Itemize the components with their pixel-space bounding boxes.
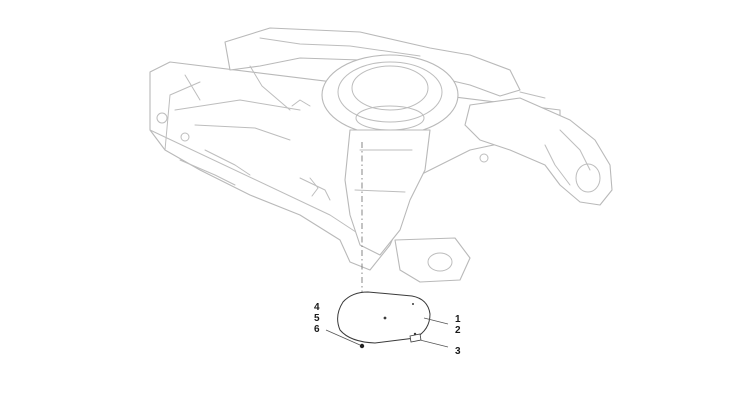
cover-plate <box>337 291 431 344</box>
callout-3: 3 <box>455 346 461 357</box>
right-track-frame <box>464 97 613 206</box>
callout-2: 2 <box>455 325 461 336</box>
callout-4: 4 <box>314 302 320 313</box>
callout-6: 6 <box>314 324 320 335</box>
frame-details <box>156 91 546 197</box>
callout-1: 1 <box>455 314 461 325</box>
swing-bearing <box>321 54 459 136</box>
center-frame-body <box>344 129 471 283</box>
callout-5: 5 <box>314 313 320 324</box>
bolt-washer <box>359 343 365 349</box>
leader-lines <box>325 317 449 348</box>
